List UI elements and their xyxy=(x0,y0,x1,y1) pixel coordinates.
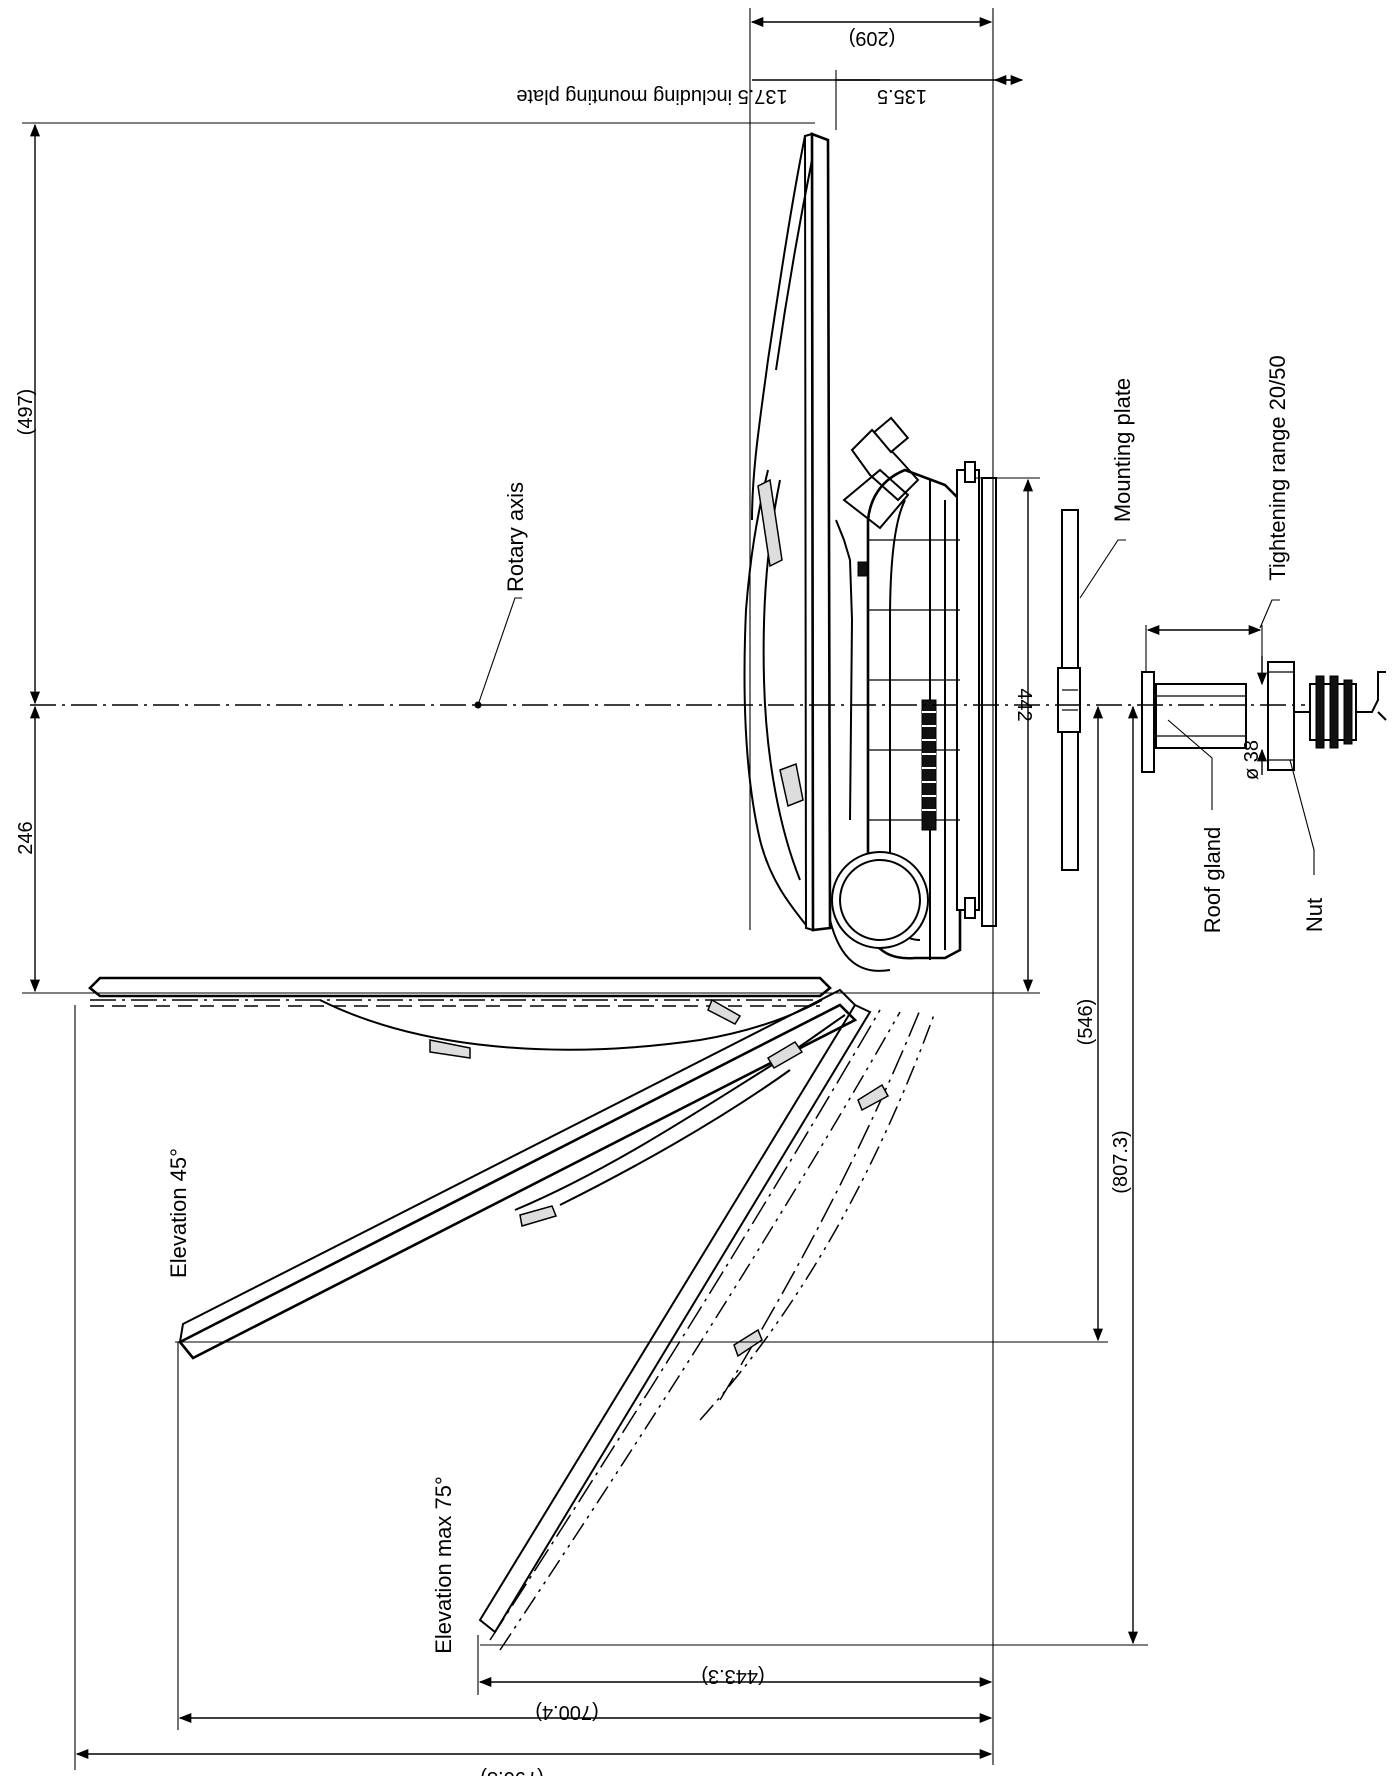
dim-209: (209) xyxy=(849,27,896,49)
dimension-lines xyxy=(29,16,1268,1760)
feed-assembly xyxy=(835,416,920,821)
nut-label: Nut xyxy=(1302,898,1327,932)
dim-38: ø 38 xyxy=(1241,740,1263,780)
dim-546: (546) xyxy=(1075,999,1097,1046)
dim-135-5: 135.5 xyxy=(877,85,927,107)
dim-246: 246 xyxy=(15,821,37,854)
elevation-45-label: Elevation 45° xyxy=(166,1148,191,1278)
roof-gland-assembly xyxy=(1141,661,1387,773)
roof-gland-label: Roof gland xyxy=(1200,827,1225,933)
mounting-plate-drawing xyxy=(1057,509,1081,871)
mounting-plate-label: Mounting plate xyxy=(1110,378,1135,522)
elevation-max-label: Elevation max 75° xyxy=(431,1476,456,1654)
antenna-reflector-75 xyxy=(478,1003,936,1651)
dim-790-3: (790.3) xyxy=(480,1767,543,1776)
dim-137-5: 137.5 including mounting plate xyxy=(516,85,787,107)
dim-807-3: (807.3) xyxy=(1110,1130,1132,1193)
dim-442: 442 xyxy=(1013,688,1035,721)
antenna-reflector-flat xyxy=(88,976,832,1059)
elevation-pivot xyxy=(829,851,929,972)
dim-700-4: (700.4) xyxy=(535,1701,598,1723)
dim-443-3: (443.3) xyxy=(701,1665,764,1687)
rotary-axis-label: Rotary axis xyxy=(503,482,528,592)
antenna-reflector-45 xyxy=(177,988,858,1360)
dim-497: (497) xyxy=(15,389,37,436)
leader-lines xyxy=(477,539,1315,875)
tightening-range-label: Tightening range 20/50 xyxy=(1265,355,1290,580)
antenna-reflector-stowed xyxy=(743,132,832,932)
extension-lines xyxy=(22,8,1263,1770)
